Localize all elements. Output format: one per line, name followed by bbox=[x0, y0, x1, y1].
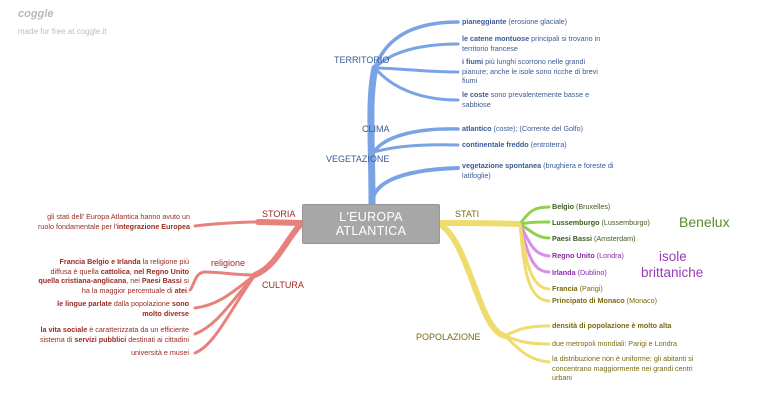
item-rest: la religione più diffusa è quella bbox=[50, 257, 190, 276]
clima-item[interactable]: continentale freddo (entroterra) bbox=[462, 140, 642, 150]
clima-label[interactable]: CLIMA bbox=[362, 124, 390, 134]
clima-item[interactable]: atlantico (coste); (Corrente del Golfo) bbox=[462, 124, 642, 134]
item-bold: le coste bbox=[462, 90, 489, 99]
item-rest: , nei bbox=[126, 276, 142, 286]
item-rest: (coste); (Corrente del Golfo) bbox=[491, 124, 584, 133]
item-bold: atlantico bbox=[462, 124, 492, 133]
item-bold: sono molto diverse bbox=[142, 299, 189, 318]
storia-item[interactable]: gli stati dell' Europa Atlantica hanno a… bbox=[30, 212, 190, 231]
item-bold: Francia bbox=[552, 284, 578, 293]
central-topic-line1: L'EUROPA bbox=[339, 209, 403, 224]
popolazione-branches bbox=[435, 220, 551, 364]
stato-item-monaco[interactable]: Principato di Monaco (Monaco) bbox=[552, 296, 722, 306]
item-rest: è caratterizzata da un efficiente sistem… bbox=[39, 325, 189, 344]
item-bold: Irlanda bbox=[552, 268, 576, 277]
item-bold: Francia Belgio e Irlanda bbox=[59, 257, 141, 266]
item-rest: (Lussemburgo) bbox=[599, 218, 650, 227]
vita-sociale-item[interactable]: la vita sociale è caratterizzata da un e… bbox=[28, 325, 189, 344]
popolazione-item[interactable]: due metropoli mondiali: Parigi e Londra bbox=[552, 339, 722, 349]
territorio-item[interactable]: le coste sono prevalentemente basse e sa… bbox=[462, 90, 612, 109]
territorio-item[interactable]: le catene montuose principali si trovano… bbox=[462, 34, 612, 53]
vegetazione-item[interactable]: vegetazione spontanea (brughiera e fores… bbox=[462, 161, 632, 180]
made-with-coggle-note: made for free at coggle.it bbox=[18, 27, 107, 36]
benelux-group-label[interactable]: Benelux bbox=[679, 214, 730, 230]
item-bold: continentale freddo bbox=[462, 140, 529, 149]
item-bold: servizi pubblici bbox=[74, 334, 127, 344]
stato-item-belgio[interactable]: Belgio (Bruxelles) bbox=[552, 202, 702, 212]
item-bold: le lingue parlate bbox=[57, 299, 112, 308]
item-rest: (Monaco) bbox=[624, 296, 658, 305]
red-branches bbox=[188, 219, 305, 355]
coggle-logo[interactable]: coggle bbox=[18, 8, 54, 20]
item-rest: principali si trovano in territorio fran… bbox=[462, 34, 601, 53]
item-rest: (Bruxelles) bbox=[573, 202, 611, 211]
storia-label[interactable]: STORIA bbox=[262, 209, 296, 219]
item-rest: (entroterra) bbox=[528, 140, 567, 149]
item-rest: (Parigi) bbox=[577, 284, 603, 293]
item-bold: pianeggiante bbox=[462, 17, 507, 26]
item-bold: vegetazione spontanea bbox=[462, 161, 542, 170]
territorio-item[interactable]: pianeggiante (erosione glaciale) bbox=[462, 17, 612, 27]
territorio-label[interactable]: TERRITORIO bbox=[334, 55, 390, 65]
item-rest: (Amsterdam) bbox=[591, 234, 636, 243]
stati-label[interactable]: STATI bbox=[455, 209, 480, 219]
item-pre: gli stati dell' Europa Atlantica hanno a… bbox=[38, 212, 190, 231]
item-bold: Regno Unito bbox=[552, 251, 595, 260]
central-topic[interactable]: L'EUROPA ATLANTICA bbox=[302, 204, 440, 244]
item-bold: Belgio bbox=[552, 202, 574, 211]
stato-item-francia[interactable]: Francia (Parigi) bbox=[552, 284, 702, 294]
item-bold: Principato di Monaco bbox=[552, 296, 625, 305]
item-rest: più lunghi scorrono nelle grandi pianure… bbox=[462, 57, 598, 86]
item-rest: destinati ai cittadini bbox=[126, 334, 189, 344]
blue-branches bbox=[367, 20, 460, 208]
stati-branches bbox=[435, 205, 551, 303]
item-rest: (erosione glaciale) bbox=[506, 17, 568, 26]
stato-item-paesi-bassi[interactable]: Paesi Bassi (Amsterdam) bbox=[552, 234, 702, 244]
popolazione-item[interactable]: la distribuzione non è uniforme: gli abi… bbox=[552, 354, 712, 383]
item-bold: Lussemburgo bbox=[552, 218, 600, 227]
item-rest: (Dublino) bbox=[575, 268, 607, 277]
religione-item[interactable]: Francia Belgio e Irlanda la religione pi… bbox=[38, 257, 189, 295]
item-bold: la vita sociale bbox=[40, 325, 88, 334]
territorio-item[interactable]: i fiumi più lunghi scorrono nelle grandi… bbox=[462, 57, 612, 86]
item-bold: Paesi Bassi bbox=[141, 276, 182, 286]
stato-item-regno-unito[interactable]: Regno Unito (Londra) bbox=[552, 251, 702, 261]
brittaniche-group-label[interactable]: brittaniche bbox=[641, 265, 704, 280]
item-rest: (brughiera e foreste di latifoglie) bbox=[462, 161, 614, 180]
cultura-label[interactable]: CULTURA bbox=[262, 280, 304, 290]
item-bold: le catene montuose bbox=[462, 34, 530, 43]
item-rest: , bbox=[129, 266, 134, 276]
item-bold: Paesi Bassi bbox=[552, 234, 592, 243]
stato-item-lussemburgo[interactable]: Lussemburgo (Lussemburgo) bbox=[552, 218, 702, 228]
vegetazione-label[interactable]: VEGETAZIONE bbox=[326, 154, 390, 164]
item-bold: cattolica bbox=[100, 266, 130, 276]
item-rest: due metropoli mondiali: Parigi e Londra bbox=[552, 339, 678, 348]
religione-label[interactable]: religione bbox=[211, 258, 246, 268]
universita-item[interactable]: università e musei bbox=[131, 348, 189, 357]
central-topic-line2: ATLANTICA bbox=[335, 224, 407, 238]
popolazione-label[interactable]: POPOLAZIONE bbox=[416, 332, 481, 342]
item-rest: sono prevalentemente basse e sabbiose bbox=[462, 90, 590, 109]
item-rest: . bbox=[187, 285, 189, 295]
item-bold: atei bbox=[174, 285, 187, 295]
item-bold: nel Regno Unito quella cristiana-anglica… bbox=[38, 266, 189, 286]
item-rest: (Londra) bbox=[594, 251, 624, 260]
item-rest: si ha la maggior percentuale di bbox=[81, 276, 189, 295]
item-rest: dalla popolazione bbox=[111, 299, 172, 308]
item-bold: integrazione Europea bbox=[116, 221, 190, 231]
item-bold: densità di popolazione è molto alta bbox=[552, 321, 672, 330]
lingue-item[interactable]: le lingue parlate dalla popolazione sono… bbox=[38, 299, 189, 318]
isole-group-label[interactable]: isole bbox=[659, 249, 687, 264]
item-bold: i fiumi bbox=[462, 57, 484, 66]
item-rest: la distribuzione non è uniforme: gli abi… bbox=[552, 354, 694, 383]
stato-item-irlanda[interactable]: Irlanda (Dublino) bbox=[552, 268, 702, 278]
popolazione-item[interactable]: densità di popolazione è molto alta bbox=[552, 321, 722, 331]
